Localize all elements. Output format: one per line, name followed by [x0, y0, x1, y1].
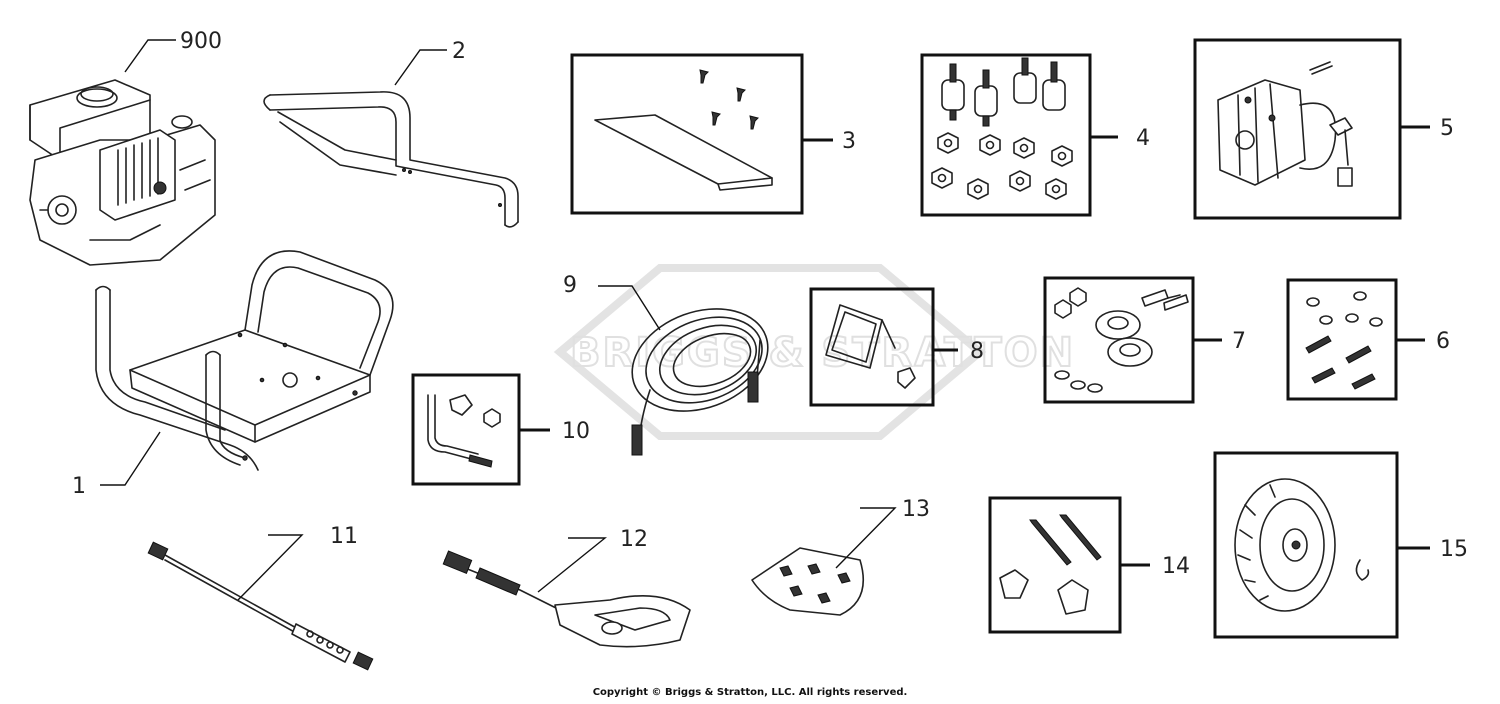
part-4-kit[interactable]	[920, 53, 1092, 217]
part-14-kit[interactable]	[988, 496, 1122, 634]
callout-9: 9	[563, 273, 577, 298]
callout-7: 7	[1232, 329, 1246, 354]
watermark-logo: BRIGGS & STRATTON	[553, 264, 1075, 440]
part-11-lance[interactable]	[147, 541, 374, 671]
callout-12: 12	[620, 527, 648, 552]
callout-5: 5	[1440, 116, 1454, 141]
callout-3: 3	[842, 129, 856, 154]
callout-8: 8	[970, 339, 984, 364]
part-2-handle[interactable]	[263, 91, 519, 228]
part-3-kit[interactable]	[570, 53, 804, 215]
part-13-nozzles[interactable]	[751, 547, 864, 616]
callout-1: 1	[72, 474, 86, 499]
leader-lines	[100, 39, 1430, 601]
callout-900: 900	[180, 29, 222, 54]
part-5-pump[interactable]	[1193, 38, 1402, 220]
callout-4: 4	[1136, 126, 1150, 151]
part-8-kit[interactable]	[809, 287, 935, 407]
copyright-notice: Copyright © Briggs & Stratton, LLC. All …	[592, 687, 908, 698]
part-900-engine[interactable]	[29, 79, 216, 266]
part-15-wheel[interactable]	[1213, 451, 1399, 639]
callout-11: 11	[330, 524, 358, 549]
callout-15: 15	[1440, 537, 1468, 562]
part-6-kit[interactable]	[1286, 278, 1398, 401]
callout-2: 2	[452, 39, 466, 64]
part-10-kit[interactable]	[411, 373, 521, 486]
callout-10: 10	[562, 419, 590, 444]
part-1-frame[interactable]	[95, 250, 394, 471]
callout-labels: 900 2 3 4 5 9 8 7 6 10 1 11 12 13 14 15	[72, 29, 1468, 579]
callout-6: 6	[1436, 329, 1450, 354]
part-9-hose[interactable]	[618, 291, 782, 456]
svg-text:BRIGGS & STRATTON: BRIGGS & STRATTON	[570, 330, 1075, 376]
callout-14: 14	[1162, 554, 1190, 579]
callout-13: 13	[902, 497, 930, 522]
part-12-gun[interactable]	[442, 550, 691, 648]
